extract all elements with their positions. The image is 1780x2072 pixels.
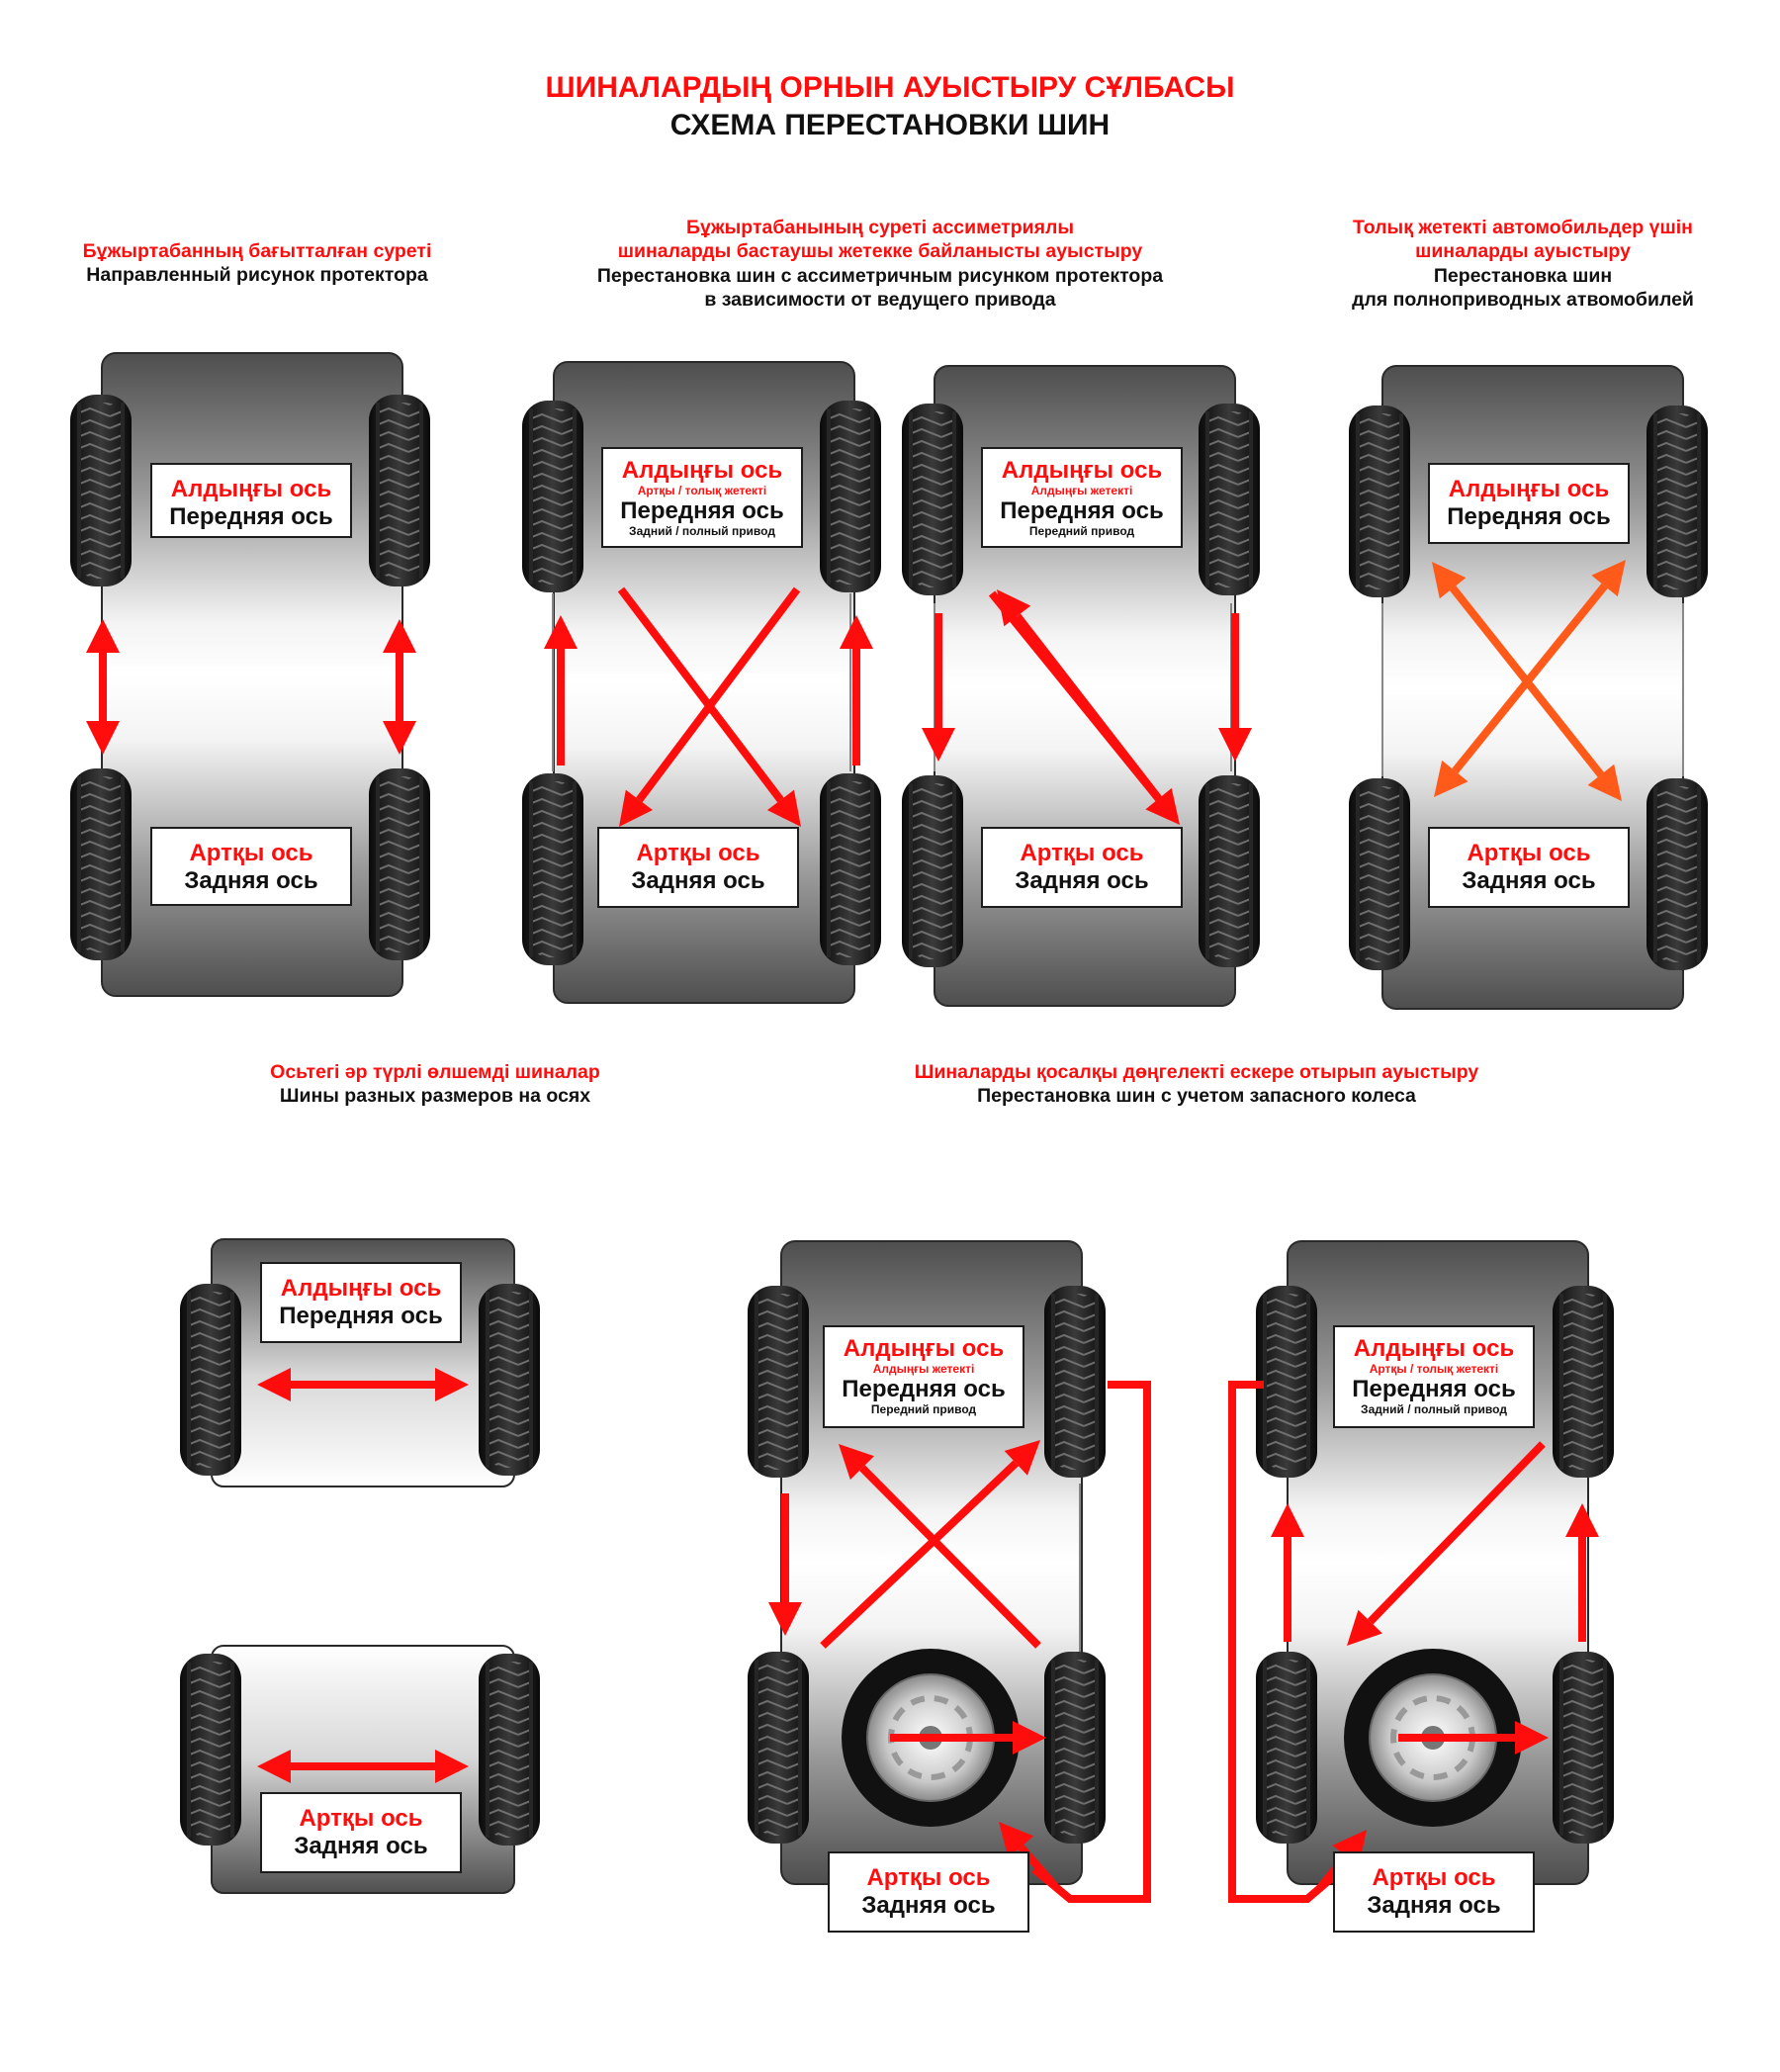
tire-icon [1256,1286,1317,1478]
section-directional-caption: Бұжыртабанның бағытталған суреті Направл… [82,240,432,287]
label-front-axle: Алдыңғы ось Передняя ось [260,1262,462,1343]
arrow-icon [435,1750,469,1783]
section-asymmetric-caption: Бұжыртабанының суреті ассиметриялы шинал… [596,217,1164,312]
arrow-icon [257,1368,291,1401]
tire-icon [1256,1652,1317,1844]
tire-icon [369,768,430,960]
tire-icon [748,1652,809,1844]
arrow-icon [383,619,416,653]
tire-icon [522,401,583,592]
tire-icon [1553,1652,1614,1844]
tire-icon [820,773,881,965]
arrow-icon [257,1750,291,1783]
tire-icon [479,1284,540,1476]
arrow-line [820,1460,1020,1649]
tire-icon [748,1286,809,1478]
arrow-icon [1013,1721,1046,1755]
tire-icon [1044,1286,1106,1478]
tire-icon [70,768,132,960]
tire-icon [369,395,430,586]
tire-icon [70,395,132,586]
arrow-icon [768,1602,802,1636]
section-awd-caption: Толық жетекті автомобильдер үшін шиналар… [1352,217,1694,312]
tire-icon [902,775,963,967]
tire-icon [1044,1652,1106,1844]
arrow-icon [1515,1721,1549,1755]
arrow-icon [1434,760,1468,797]
arrow-icon [839,1444,875,1481]
tire-icon [1199,775,1260,967]
arrow-icon [383,721,416,755]
section-spare-caption: Шиналарды қосалқы дөңгелекті ескере отыр… [914,1061,1479,1108]
tire-icon [1646,778,1708,970]
arrow-line [636,586,801,803]
label-front-axle-fwd: Алдыңғы ось Алдыңғы жетекті Передняя ось… [981,447,1183,548]
section-sizes-caption: Осьтегі әр түрлі өлшемді шиналар Шины ра… [270,1061,600,1108]
label-front-axle-fwd: Алдыңғы ось Алдыңғы жетекті Передняя ось… [823,1325,1024,1428]
title-ru: СХЕМА ПЕРЕСТАНОВКИ ШИН [669,108,1111,141]
arrow-line [1228,1381,1338,1903]
page-title: ШИНАЛАРДЫҢ ОРНЫН АУЫСТЫРУ СҰЛБАСЫ СХЕМА … [0,69,1780,143]
arrow-icon [86,721,120,755]
tire-icon [1349,405,1410,597]
arrow-icon [840,615,873,649]
title-kz: ШИНАЛАРДЫҢ ОРНЫН АУЫСТЫРУ СҰЛБАСЫ [545,71,1235,104]
label-front-axle: Алдыңғы ось Передняя ось [1428,463,1630,544]
arrow-icon [997,589,1031,627]
tire-icon [522,773,583,965]
label-rear-axle: Артқы ось Задняя ось [981,827,1183,908]
arrow-icon [766,789,801,827]
label-front-axle-rwd: Алдыңғы ось Артқы / толық жетекті Передн… [601,447,803,548]
tire-icon [1199,404,1260,595]
arrow-line [617,586,784,803]
tire-icon [820,401,881,592]
arrow-icon [544,615,578,649]
arrow-icon [86,619,120,653]
label-rear-axle: Артқы ось Задняя ось [1428,827,1630,908]
tire-icon [1349,778,1410,970]
arrow-icon [619,789,653,827]
tire-icon [180,1284,241,1476]
arrow-icon [435,1368,469,1401]
label-rear-axle: Артқы ось Задняя ось [1333,1851,1535,1933]
label-front-axle-rwd: Алдыңғы ось Артқы / толық жетекті Передн… [1333,1325,1535,1428]
arrow-icon [1432,562,1467,599]
tire-icon [479,1654,540,1846]
label-rear-axle: Артқы ось Задняя ось [597,827,799,908]
arrow-icon [1565,1503,1599,1537]
label-rear-axle: Артқы ось Задняя ось [150,827,352,906]
arrow-line [1014,613,1177,820]
arrow-line [1452,583,1608,774]
arrow-icon [999,1822,1034,1858]
tire-icon [902,404,963,595]
arrow-icon [1587,764,1622,801]
arrow-line [1031,1381,1151,1903]
tire-icon [1646,405,1708,597]
label-front-axle: Алдыңғы ось Передняя ось [150,463,352,538]
label-rear-axle: Артқы ось Задняя ось [260,1792,462,1873]
tire-icon [1553,1286,1614,1478]
rotation-arrows [86,560,1626,1903]
arrow-icon [1271,1503,1304,1537]
arrow-icon [1591,560,1626,597]
arrow-icon [1218,728,1252,762]
arrow-icon [1004,1440,1040,1476]
arrow-icon [922,728,955,762]
label-rear-axle: Артқы ось Задняя ось [828,1851,1029,1933]
tire-icon [180,1654,241,1846]
arrow-line [1367,1441,1546,1625]
arrow-line [859,1465,1041,1649]
arrow-icon [1347,1609,1382,1646]
